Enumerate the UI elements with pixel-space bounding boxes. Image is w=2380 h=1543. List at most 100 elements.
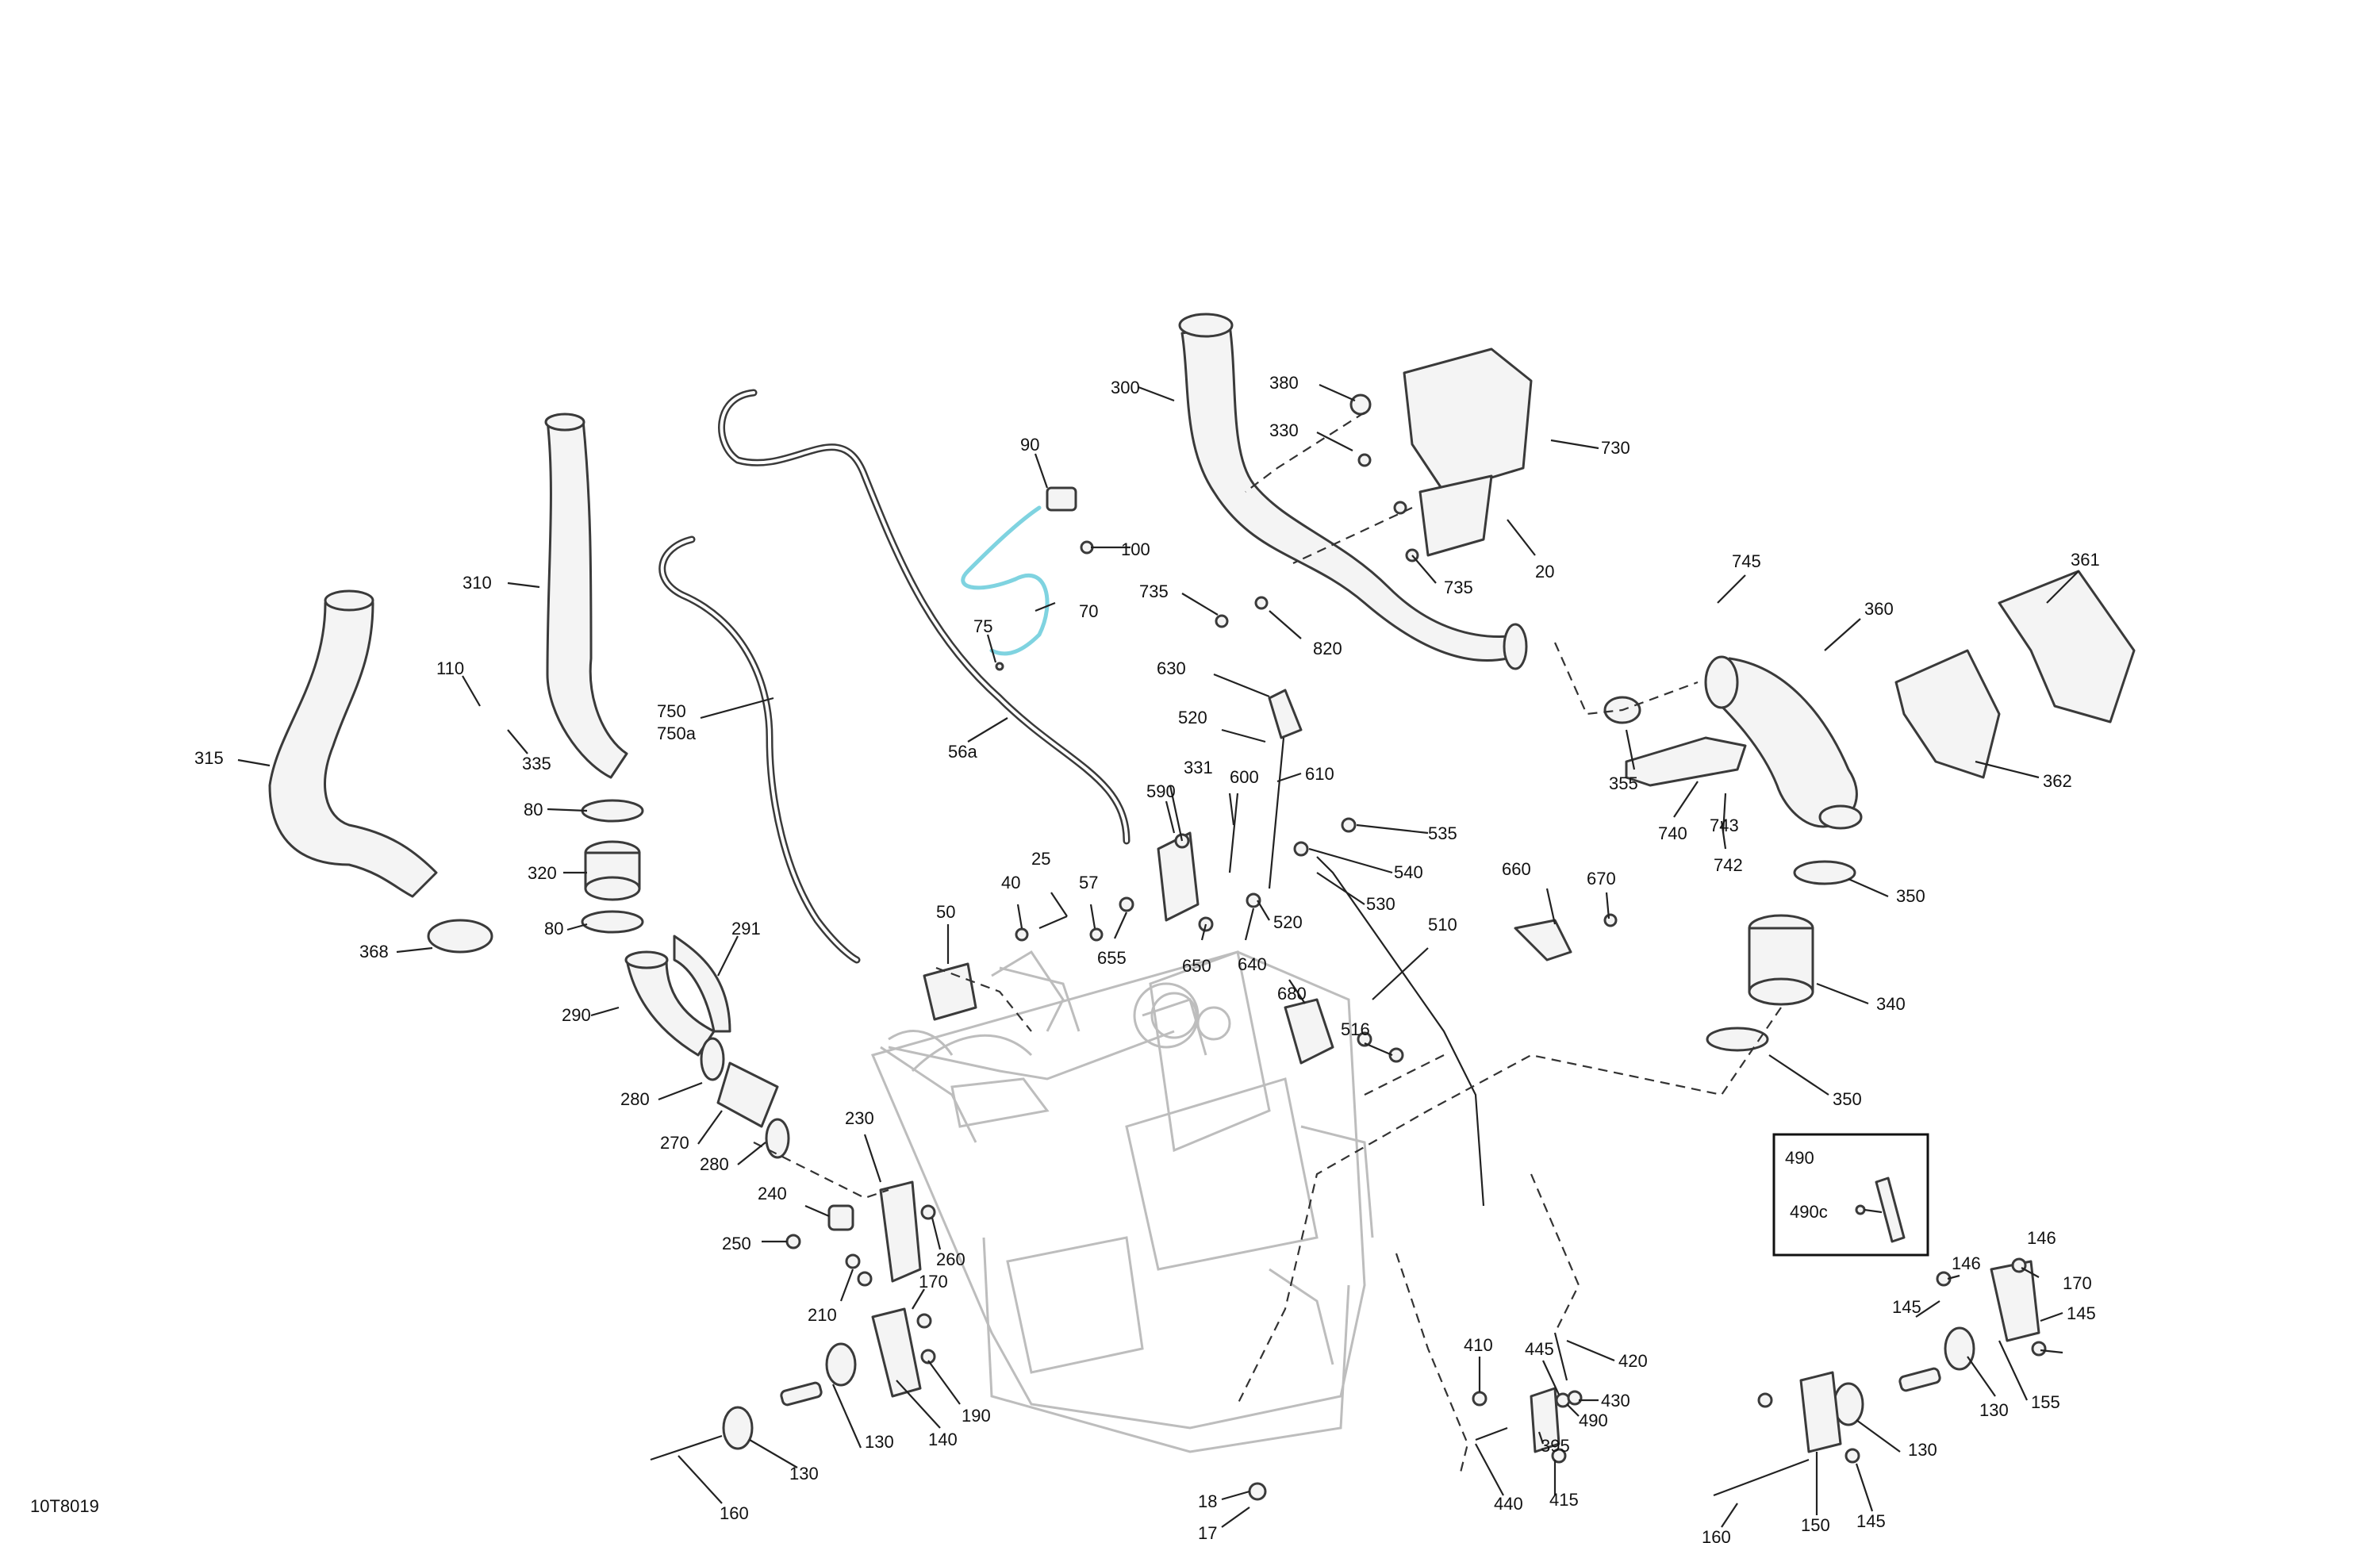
label-510: 510 [1428,915,1457,935]
label-368: 368 [359,942,389,961]
label-145-right: 145 [2067,1303,2096,1323]
label-430: 430 [1601,1391,1630,1411]
label-130-right-b: 130 [1908,1440,1937,1460]
label-300: 300 [1111,378,1140,397]
label-330: 330 [1269,420,1299,440]
label-210: 210 [808,1305,837,1325]
diagram-code: 10T8019 [30,1496,99,1516]
label-610: 610 [1305,764,1334,784]
label-650: 650 [1182,956,1211,976]
label-350-bottom: 350 [1833,1089,1862,1109]
tube-315 [268,589,438,898]
label-660: 660 [1502,859,1531,879]
label-130-right-a: 130 [1979,1400,2009,1420]
label-750a: 750a [657,724,697,743]
label-520-bottom: 520 [1273,912,1303,932]
label-745: 745 [1732,551,1761,571]
label-75: 75 [973,616,992,636]
label-380: 380 [1269,373,1299,393]
label-735-left: 735 [1139,582,1169,601]
inset-box-490: 490 [1772,1133,1929,1257]
filter-340 [1706,860,1856,1052]
part-number-labels: 300 380 330 730 20 735 735 820 90 100 70… [194,373,2100,1543]
label-291: 291 [731,919,761,938]
leader-lines [237,383,2079,1528]
label-145-bottom: 145 [1856,1511,1886,1531]
label-350-top: 350 [1896,886,1925,906]
label-280-bottom: 280 [700,1154,729,1174]
elbow-290 [624,935,731,1057]
label-360: 360 [1864,599,1894,619]
label-331: 331 [1184,758,1213,777]
throttle-linkage [1119,689,1618,1207]
label-540: 540 [1394,862,1423,882]
label-655: 655 [1097,948,1127,968]
label-740: 740 [1658,823,1687,843]
label-90: 90 [1020,435,1039,455]
label-335: 335 [522,754,551,773]
label-680: 680 [1277,984,1307,1004]
label-395: 395 [1541,1436,1570,1456]
guide-lines [753,412,1782,1476]
air-intake-tube-300 [1178,313,1528,670]
label-25: 25 [1031,849,1050,869]
label-490: 490 [1579,1411,1608,1430]
label-362: 362 [2043,771,2072,791]
throttle-body-assembly [888,950,1200,1128]
label-160-right: 160 [1702,1527,1731,1543]
mount-assembly-left [650,1307,936,1461]
hose-56a [718,389,1130,845]
label-730: 730 [1601,438,1630,458]
label-410: 410 [1464,1335,1493,1355]
bracket-230 [785,1180,936,1287]
label-250: 250 [722,1234,751,1253]
clamps-and-coupler [581,799,644,934]
label-415: 415 [1549,1490,1579,1510]
label-535: 535 [1428,823,1457,843]
label-260: 260 [936,1249,965,1269]
label-520-top: 520 [1178,708,1207,727]
label-270: 270 [660,1133,689,1153]
mount-assembly-right [1713,1257,2047,1497]
label-17: 17 [1198,1523,1217,1543]
label-640: 640 [1238,954,1267,974]
label-146-left: 146 [1952,1253,1981,1273]
label-445: 445 [1525,1339,1554,1359]
label-290: 290 [562,1005,591,1025]
inset-title: 490 [1785,1148,1814,1168]
lower-center-parts [1248,1332,1583,1501]
label-145-left: 145 [1892,1297,1921,1317]
label-240: 240 [758,1184,787,1203]
label-190: 190 [962,1406,991,1426]
label-170-right: 170 [2063,1273,2092,1293]
label-743: 743 [1710,816,1739,835]
label-600: 600 [1230,767,1259,787]
label-160-left: 160 [720,1503,749,1523]
label-490c: 490c [1790,1202,1828,1222]
label-735-right: 735 [1444,578,1473,597]
label-170-left: 170 [919,1272,948,1292]
label-50: 50 [936,902,955,922]
heat-shields [1894,570,2136,779]
brackets-730-20 [1215,347,1533,628]
label-670: 670 [1587,869,1616,889]
label-20: 20 [1535,562,1554,582]
label-40: 40 [1001,873,1020,892]
label-750: 750 [657,701,686,721]
label-320: 320 [528,863,557,883]
label-80-top: 80 [524,800,543,819]
label-820: 820 [1313,639,1342,658]
label-420: 420 [1618,1351,1648,1371]
label-130-left-a: 130 [865,1432,894,1452]
label-57: 57 [1079,873,1098,892]
tube-310 [544,413,628,779]
label-530: 530 [1366,894,1395,914]
label-155: 155 [2031,1392,2060,1412]
engine-assembly [870,950,1374,1453]
label-630: 630 [1157,658,1186,678]
label-80-bottom: 80 [544,919,563,938]
label-280-top: 280 [620,1089,650,1109]
label-315: 315 [194,748,224,768]
label-742: 742 [1714,855,1743,875]
